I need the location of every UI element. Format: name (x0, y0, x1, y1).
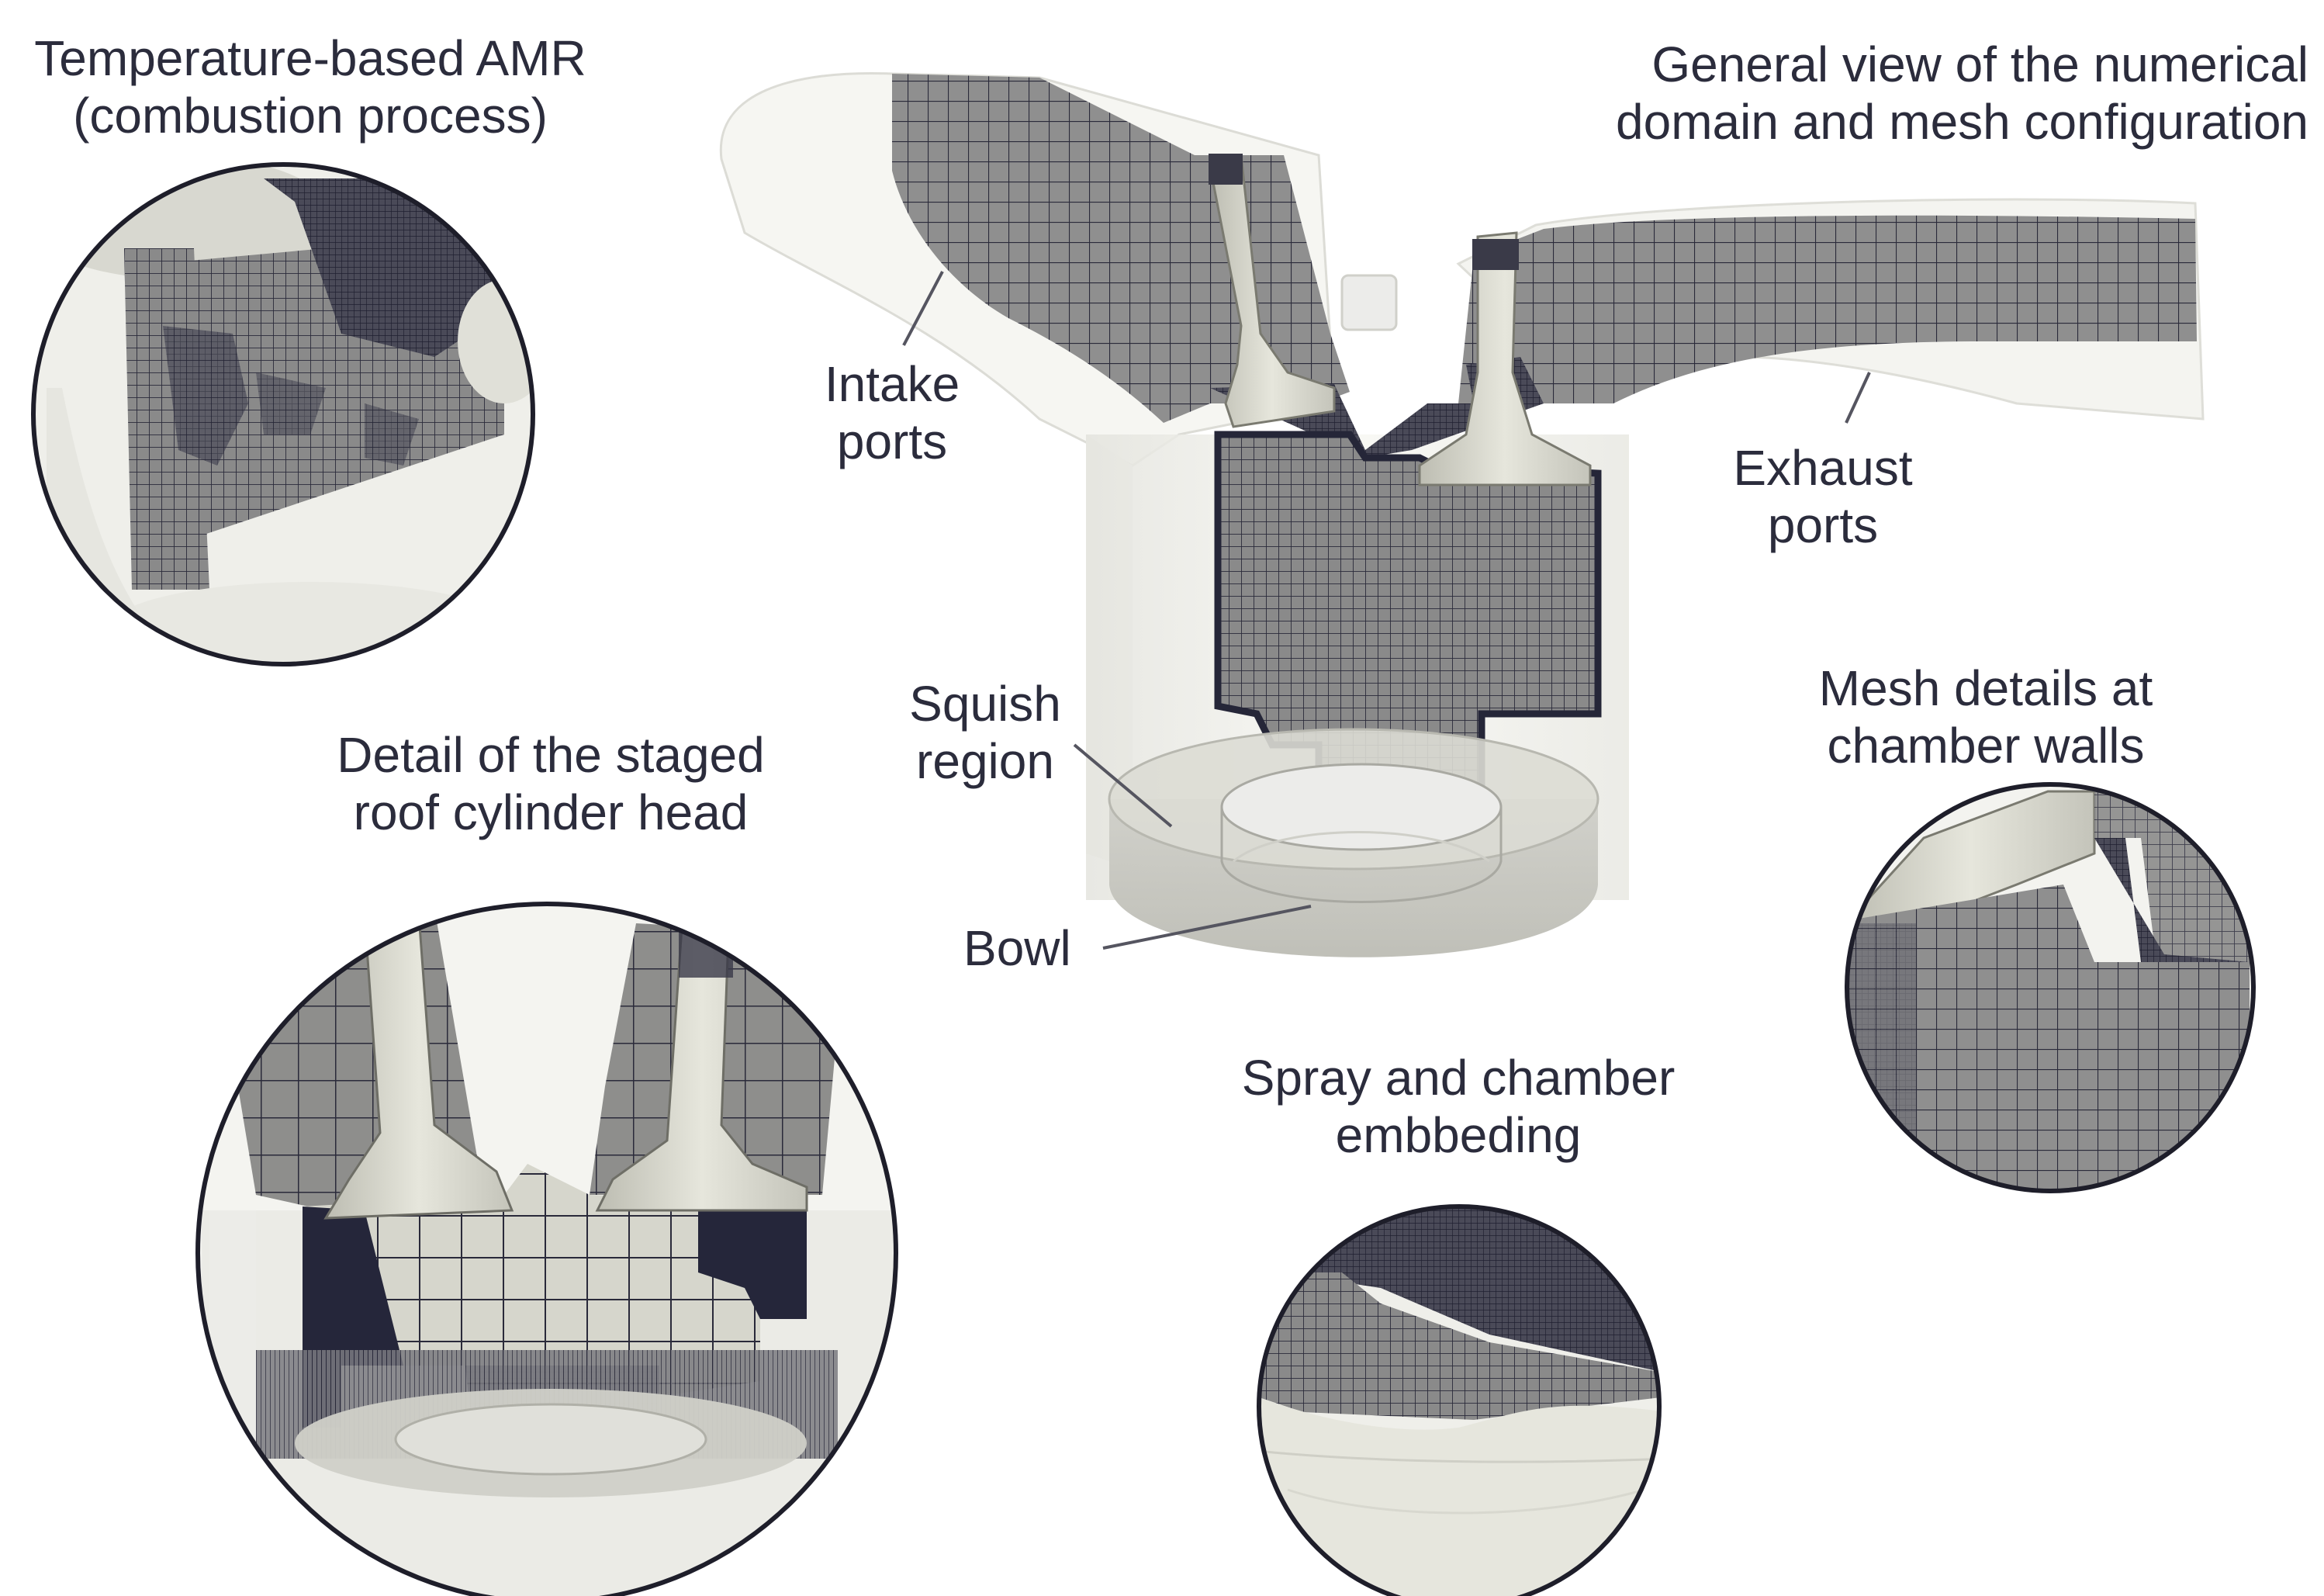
head-dense-mesh (1210, 357, 1544, 458)
inset-spray (1257, 1204, 1662, 1596)
general-line-2: domain and mesh configuration (1616, 94, 2308, 150)
spray-line-2: embbeding (1335, 1107, 1582, 1163)
inset-walls (1845, 782, 2256, 1193)
injector-cap (1340, 274, 1398, 331)
squish-line-1: Squish (909, 676, 1061, 732)
spray-line-1: Spray and chamber (1241, 1050, 1676, 1106)
leader-lines (902, 271, 1871, 950)
spray-circle-border (1257, 1204, 1662, 1596)
squish-leader (1073, 743, 1173, 828)
bowl-leader (1102, 905, 1312, 950)
squish-line-2: region (916, 733, 1054, 789)
intake-line-1: Intake (824, 356, 960, 412)
main-engine-view (719, 71, 2205, 957)
amr-line-1: Temperature-based AMR (34, 30, 586, 86)
intake-line-2: ports (836, 414, 948, 469)
roof-line-1: Detail of the staged (337, 727, 765, 783)
label-exhaust-ports: Exhaust ports (1714, 439, 1931, 554)
walls-circle-border (1845, 782, 2256, 1193)
general-line-1: General view of the numerical (1651, 36, 2308, 92)
amr-circle-border (31, 162, 535, 666)
bowl-text: Bowl (963, 920, 1071, 976)
intake-valve (1209, 153, 1336, 428)
label-spray-embedding: Spray and chamber embbeding (1210, 1049, 1707, 1164)
piston (1108, 728, 1599, 957)
walls-line-1: Mesh details at (1818, 660, 2153, 716)
label-squish-region: Squish region (892, 675, 1078, 790)
roof-line-2: roof cylinder head (353, 784, 749, 840)
label-amr: Temperature-based AMR (combustion proces… (16, 29, 605, 144)
label-bowl: Bowl (963, 919, 1071, 977)
label-staged-roof: Detail of the staged roof cylinder head (295, 726, 807, 841)
exhaust-line-2: ports (1767, 497, 1879, 553)
inset-roof (195, 902, 898, 1596)
exhaust-valve (1418, 231, 1592, 486)
bowl-wall (1220, 807, 1503, 903)
exhaust-line-1: Exhaust (1733, 440, 1913, 496)
label-chamber-walls: Mesh details at chamber walls (1776, 660, 2195, 774)
intake-leader (902, 271, 944, 346)
walls-line-2: chamber walls (1827, 718, 2145, 774)
cylinder-mesh-slab (1218, 434, 1598, 822)
exhaust-mesh-slab (1458, 215, 2197, 403)
inset-amr (31, 162, 535, 666)
bowl-rim (1220, 763, 1503, 851)
label-general-view: General view of the numerical domain and… (1505, 36, 2308, 151)
exhaust-leader (1845, 372, 1871, 424)
roof-circle-border (195, 902, 898, 1596)
amr-line-2: (combustion process) (73, 88, 548, 144)
label-intake-ports: Intake ports (799, 355, 985, 470)
